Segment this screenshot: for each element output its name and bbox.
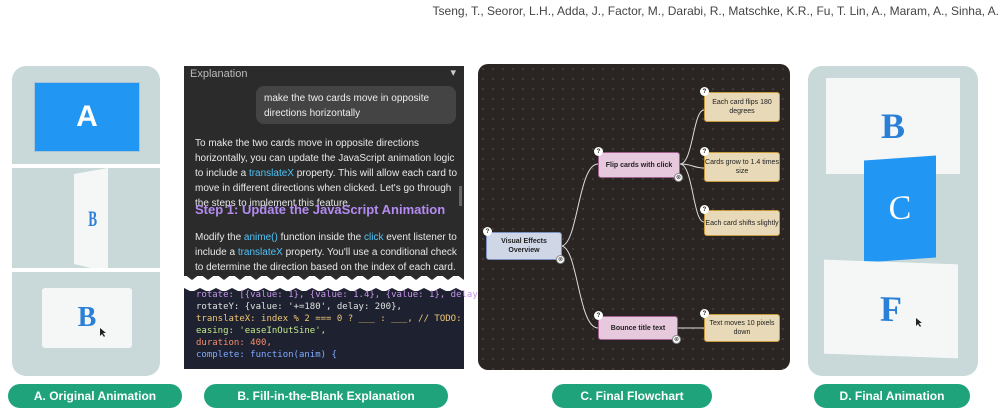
- frame-divider: [12, 268, 160, 272]
- code-highlight: anime(): [243, 232, 278, 243]
- question-icon[interactable]: ?: [700, 205, 709, 214]
- card-f-final: F: [824, 259, 958, 359]
- edge: [560, 245, 599, 329]
- edge: [560, 163, 599, 247]
- label-final-flowchart: C. Final Flowchart: [552, 384, 712, 408]
- collapse-icon[interactable]: ⊗: [674, 173, 683, 182]
- question-icon[interactable]: ?: [700, 309, 709, 318]
- panel-flowchart: Visual Effects Overview ? ⊗ Flip cards w…: [478, 64, 790, 370]
- node-leaf-grow[interactable]: Cards grow to 1.4 times size: [704, 152, 780, 182]
- flowchart-edges: [560, 109, 705, 329]
- question-icon[interactable]: ?: [700, 87, 709, 96]
- label-final-animation: D. Final Animation: [814, 384, 970, 408]
- panel-original-animation: A B B: [12, 66, 160, 376]
- code-pane: rotate: [{value: 1}, {value: 1.4}, {valu…: [184, 290, 478, 369]
- question-icon[interactable]: ?: [594, 311, 603, 320]
- flipping-card-letter: B: [88, 207, 97, 231]
- panel-explanation: Explanation ▾ make the two cards move in…: [184, 66, 478, 369]
- card-letter: C: [888, 189, 912, 228]
- explanation-title: Explanation: [190, 68, 248, 80]
- frame-divider: [12, 164, 160, 168]
- node-root[interactable]: Visual Effects Overview: [486, 232, 562, 260]
- para-text: function inside the: [277, 232, 364, 243]
- mouse-cursor-icon: [916, 318, 922, 327]
- flipping-card-face: [74, 168, 108, 268]
- node-bounce-title[interactable]: Bounce title text: [598, 316, 678, 340]
- question-icon[interactable]: ?: [483, 227, 492, 236]
- code-line: duration: 400,: [196, 338, 272, 348]
- node-leaf-text-moves[interactable]: Text moves 10 pixels down: [704, 314, 780, 342]
- para-text: event listener to include a: [195, 232, 457, 258]
- node-flip-cards[interactable]: Flip cards with click: [598, 152, 680, 178]
- card-letter: F: [880, 288, 902, 330]
- explanation-paragraph-1: To make the two cards move in opposite d…: [195, 136, 457, 211]
- edge: [679, 163, 705, 169]
- para-text: property. You'll use a conditional check…: [195, 247, 457, 273]
- para-text: Modify the: [195, 232, 244, 243]
- card-letter: B: [880, 106, 905, 146]
- code-line: translateX: index % 2 === 0 ? ___ : ___,…: [196, 314, 467, 324]
- edge: [679, 163, 705, 223]
- card-a: A: [34, 82, 140, 152]
- flipping-card: B: [74, 168, 108, 268]
- scrollbar[interactable]: [459, 186, 462, 206]
- mouse-cursor-icon: [100, 328, 106, 337]
- panel-final-animation: B C F: [808, 66, 978, 376]
- code-line: easing: 'easeInOutSine',: [196, 326, 327, 336]
- label-fill-in-blank: B. Fill-in-the-Blank Explanation: [204, 384, 448, 408]
- collapse-chevron-icon[interactable]: ▾: [450, 67, 456, 79]
- node-leaf-shift[interactable]: Each card shifts slightly: [704, 210, 780, 236]
- para-text: To make the two cards move in opposite d…: [195, 138, 455, 179]
- author-header: Tseng, T., Seoror, L.H., Adda, J., Facto…: [432, 4, 999, 18]
- para-text: property. This will allow each card to m…: [195, 168, 458, 209]
- explanation-paragraph-2: Modify the anime() function inside the c…: [195, 230, 457, 275]
- card-b: B: [42, 288, 132, 348]
- question-icon[interactable]: ?: [594, 147, 603, 156]
- label-original-animation: A. Original Animation: [8, 384, 182, 408]
- user-message-bubble: make the two cards move in opposite dire…: [256, 86, 456, 124]
- collapse-icon[interactable]: ⊗: [556, 255, 565, 264]
- code-line: rotateY: {value: '+=180', delay: 200},: [196, 302, 402, 312]
- node-leaf-flips[interactable]: Each card flips 180 degrees: [704, 92, 780, 122]
- card-c-final: C: [864, 155, 936, 263]
- edge: [679, 109, 705, 165]
- code-highlight: click: [364, 232, 384, 243]
- collapse-icon[interactable]: ⊗: [672, 335, 681, 344]
- code-line: complete: function(anim) {: [196, 350, 337, 360]
- code-block: rotate: [{value: 1}, {value: 1.4}, {valu…: [196, 289, 478, 361]
- code-line: rotate: [{value: 1}, {value: 1.4}, {valu…: [196, 290, 478, 300]
- step-heading: Step 1: Update the JavaScript Animation: [195, 202, 446, 217]
- question-icon[interactable]: ?: [700, 147, 709, 156]
- code-highlight: translateX: [237, 247, 283, 258]
- code-highlight: translateX: [248, 168, 294, 179]
- card-b-letter: B: [77, 302, 97, 333]
- explanation-pane: Explanation ▾ make the two cards move in…: [184, 66, 464, 276]
